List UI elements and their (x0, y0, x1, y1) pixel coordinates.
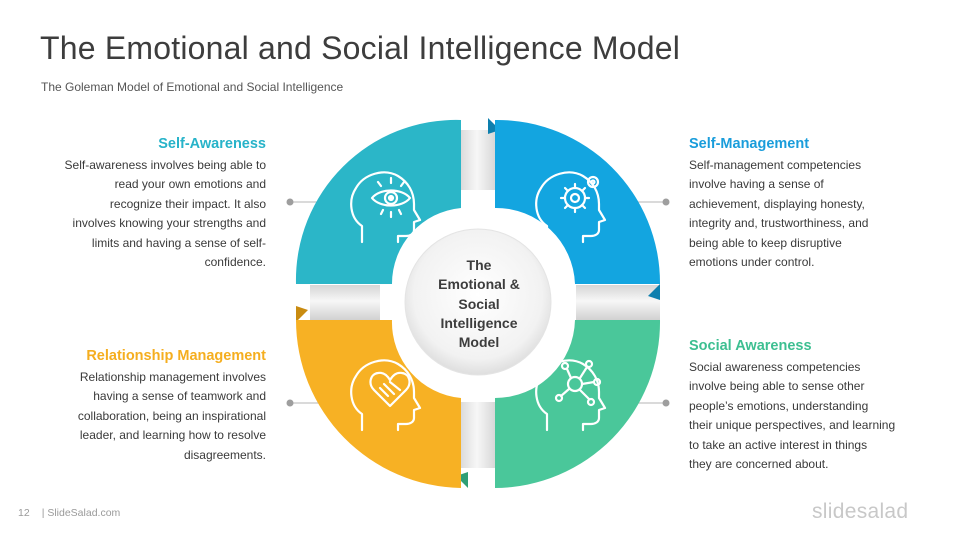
center-label-line: Social (458, 295, 500, 312)
self-awareness-heading: Self-Awareness (158, 136, 266, 152)
text-line: recognize their impact. It also (109, 196, 266, 211)
tube-bottom (458, 402, 500, 468)
social-awareness-heading: Social Awareness (689, 338, 812, 354)
text-line: confidence. (204, 255, 266, 270)
text-line: Self-management competencies (689, 158, 862, 172)
footer-site-link[interactable]: | SlideSalad.com (41, 507, 121, 519)
center-label-line: The (466, 257, 492, 273)
tube-left (310, 285, 380, 321)
relationship-management-block: Relationship Management Relationship man… (38, 348, 266, 465)
center-label-line: Model (458, 334, 500, 351)
center-circle (404, 228, 552, 376)
self-awareness-description: Self-awareness involves being able to re… (38, 156, 266, 272)
self-awareness-block: Self-Awareness Self-awareness involves b… (38, 136, 266, 272)
text-line: involve being able to sense other (689, 379, 865, 394)
text-line: Relationship management involves (79, 370, 266, 384)
text-line: their unique perspectives, and learning (689, 418, 896, 433)
page-number: 12 (18, 507, 30, 519)
text-line: achievement, displaying honesty, (689, 196, 865, 211)
self-management-heading: Self-Management (689, 136, 810, 152)
slide-footer: 12 | SlideSalad.com (18, 507, 120, 519)
text-line: being able to keep disruptive (689, 235, 842, 250)
center-label-line: Emotional & (438, 276, 520, 293)
fold-tip (648, 284, 660, 300)
slide-subtitle: The Goleman Model of Emotional and Socia… (41, 80, 344, 94)
head-eye-icon (350, 171, 422, 244)
tube-right (576, 285, 660, 321)
fold-tip (296, 306, 308, 322)
text-line: having a sense of teamwork and (93, 389, 266, 404)
relationship-management-heading: Relationship Management (86, 348, 266, 364)
text-line: collaboration, being an inspirational (77, 408, 266, 423)
text-line: limits and having a sense of self- (91, 235, 266, 250)
connector-dot (662, 399, 670, 407)
quadrant-social-awareness (495, 320, 661, 488)
text-line: involve having a sense of (689, 177, 824, 192)
text-line: leader, and learning how to resolve (79, 428, 266, 443)
text-line: disagreements. (183, 447, 266, 462)
text-line: to take an active interest in things (689, 437, 868, 452)
text-line: read your own emotions and (114, 177, 266, 192)
head-handshake-heart-icon (350, 359, 422, 432)
self-management-block: Self-Management Self-management competen… (689, 136, 917, 272)
self-management-description: Self-management competencies involve hav… (689, 156, 917, 272)
social-awareness-description: Social awareness competencies involve be… (689, 358, 917, 474)
social-awareness-block: Social Awareness Social awareness compet… (689, 338, 917, 474)
tube-top (458, 130, 500, 190)
text-line: Self-awareness involves being able to (64, 158, 266, 172)
head-gear-icon (535, 171, 607, 244)
slide-title: The Emotional and Social Intelligence Mo… (40, 30, 681, 66)
quadrant-relationship-management (296, 320, 461, 488)
text-line: involves knowing your strengths and (72, 216, 266, 231)
brand-logo: slidesalad (812, 500, 909, 523)
head-network-icon (535, 359, 607, 432)
text-line: Social awareness competencies (689, 360, 861, 374)
text-line: people’s emotions, understanding (689, 398, 869, 413)
connector-dot (662, 198, 670, 206)
text-line: they are concerned about. (689, 457, 829, 472)
text-line: integrity and, trustworthiness, and (689, 216, 869, 231)
text-line: emotions under control. (689, 255, 815, 270)
relationship-management-description: Relationship management involves having … (38, 368, 266, 465)
connector-dot (286, 399, 294, 407)
center-label: The Emotional & Social Intelligence Mode… (419, 256, 539, 352)
connector-dot (286, 198, 294, 206)
center-label-line: Intelligence (440, 314, 518, 331)
